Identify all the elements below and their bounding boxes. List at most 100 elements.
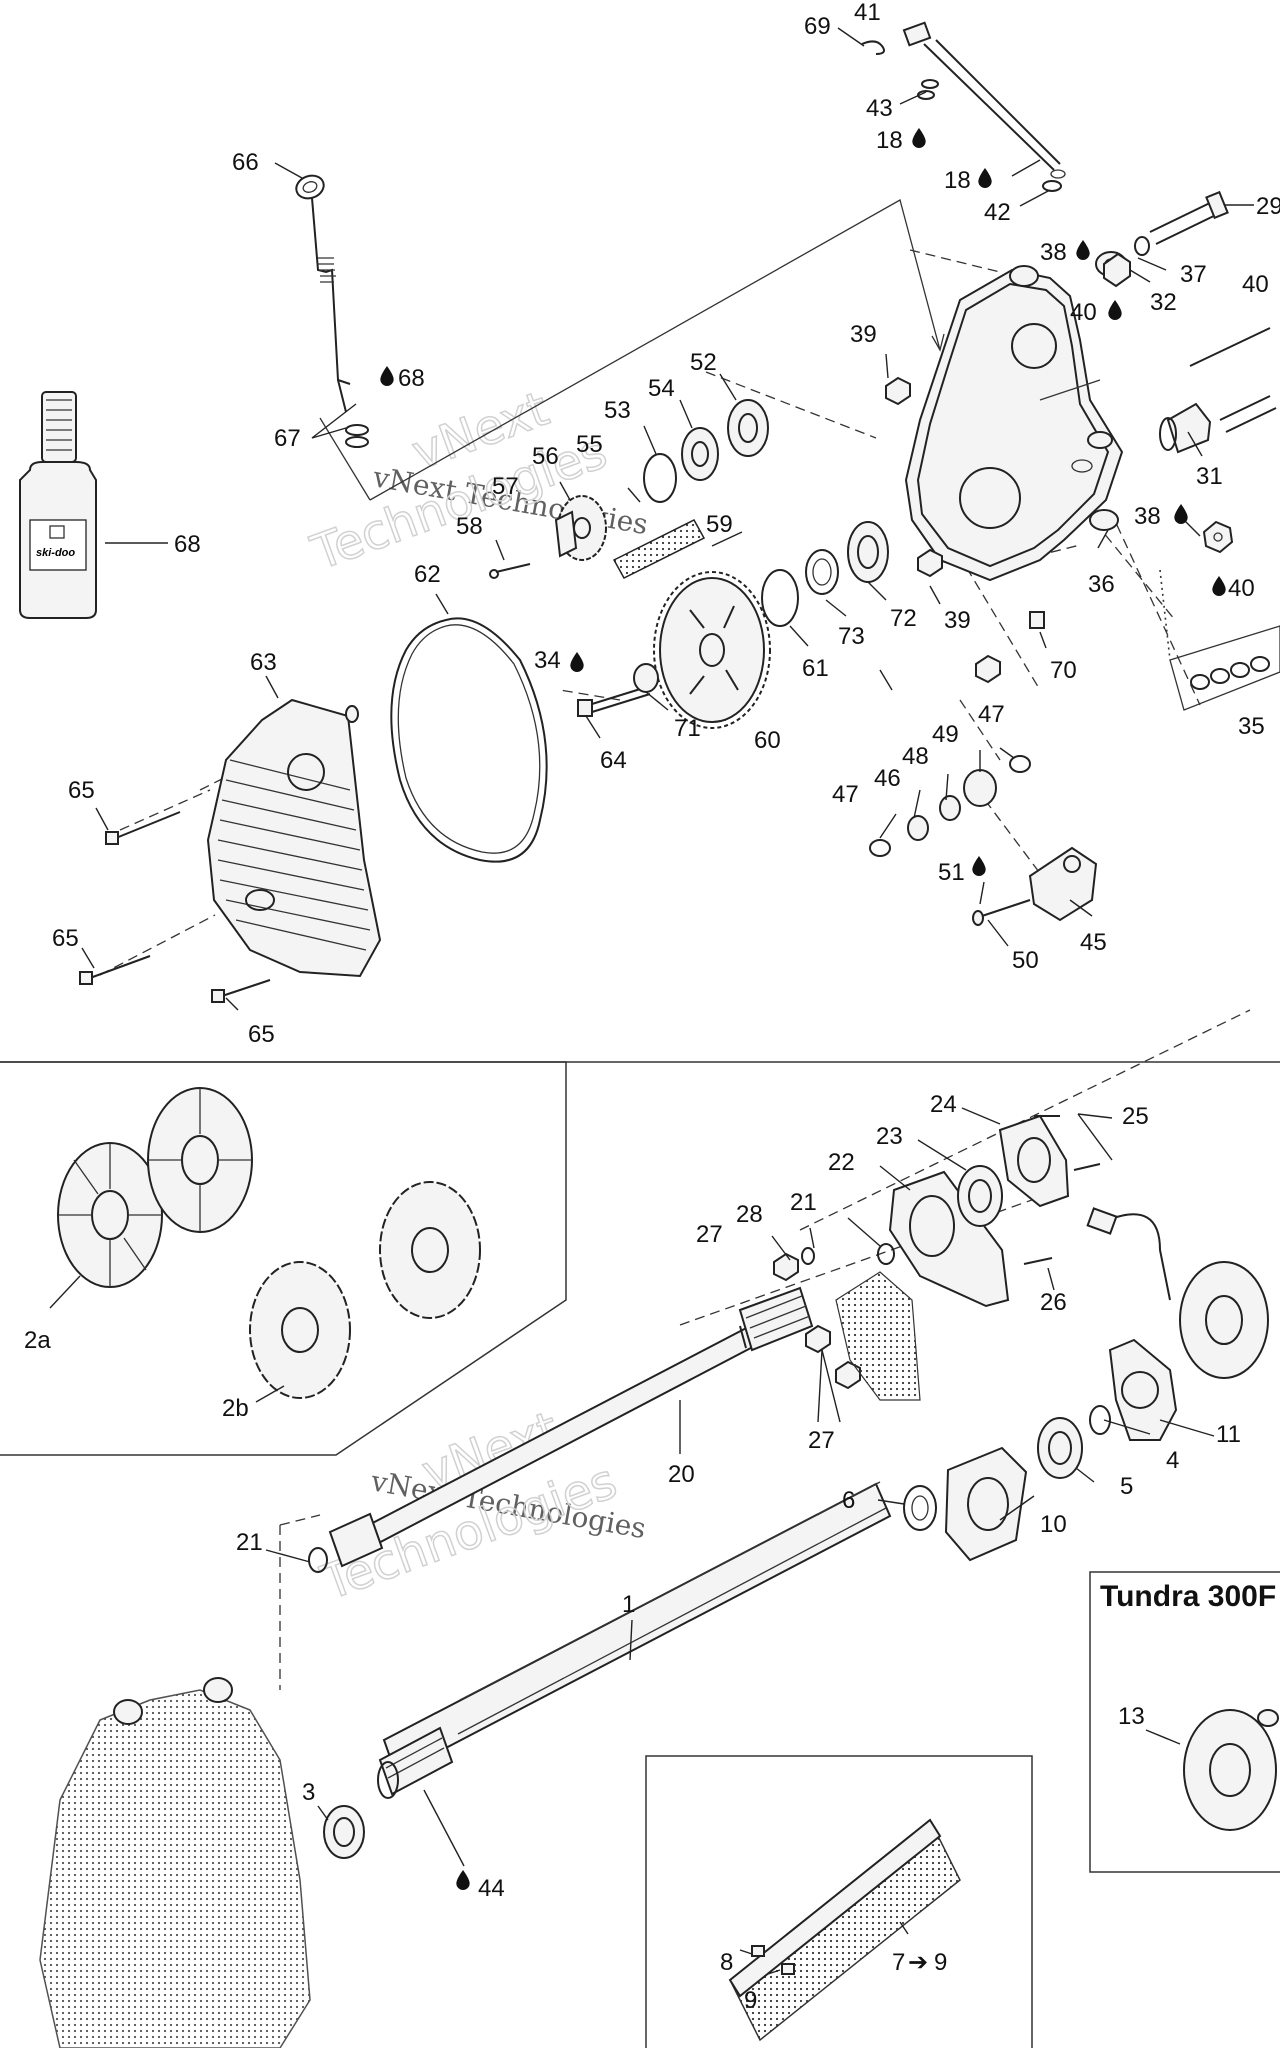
label-9: 9 <box>744 1987 757 2014</box>
label-2b: 2b <box>222 1395 249 1422</box>
bolts-65 <box>79 811 271 1003</box>
label-7-to-9: 7 ➔ 9 <box>892 1949 947 1976</box>
plate-22 <box>888 1170 1010 1308</box>
axle-1 <box>377 1481 892 1799</box>
label-38-b: 38 <box>1134 503 1161 530</box>
nut-27 <box>773 1252 861 1390</box>
label-39-b: 39 <box>944 607 971 634</box>
label-67: 67 <box>274 425 301 452</box>
bracket-45 <box>1028 846 1098 922</box>
label-70: 70 <box>1050 657 1077 684</box>
washer-71 <box>633 663 659 693</box>
label-63: 63 <box>250 649 277 676</box>
label-43: 43 <box>866 95 893 122</box>
label-23: 23 <box>876 1123 903 1150</box>
sprocket-2b <box>249 1181 481 1399</box>
label-62: 62 <box>414 561 441 588</box>
ring-4 <box>1089 1405 1111 1435</box>
bolt-41 <box>902 21 1066 192</box>
label-48: 48 <box>902 743 929 770</box>
label-27-b: 27 <box>808 1427 835 1454</box>
label-44: 44 <box>478 1875 505 1902</box>
bearing-52 <box>727 399 769 457</box>
track-inset <box>645 1755 1033 2048</box>
plate-11 <box>1108 1338 1178 1441</box>
bearing-54 <box>681 427 719 481</box>
spacer-73 <box>805 549 839 595</box>
label-24: 24 <box>930 1091 957 1118</box>
label-40-a: 40 <box>1070 299 1097 326</box>
washer-6 <box>903 1485 937 1531</box>
sleeve-70 <box>1029 611 1045 629</box>
dipstick-66 <box>295 174 369 448</box>
label-61: 61 <box>802 655 829 682</box>
label-66: 66 <box>232 149 259 176</box>
nut-39b <box>917 548 1001 684</box>
label-13: 13 <box>1118 1703 1145 1730</box>
bolts-25 <box>1023 1115 1101 1265</box>
label-20: 20 <box>668 1461 695 1488</box>
svg-text:Tundra 300F: Tundra 300F <box>1100 1580 1276 1613</box>
pin-58 <box>489 563 531 579</box>
label-8: 8 <box>720 1949 733 1976</box>
section-dividers <box>0 1061 1280 1456</box>
label-73: 73 <box>838 623 865 650</box>
label-46: 46 <box>874 765 901 792</box>
part-labels: 66 68 67 68 69 41 43 18 18 42 29 38 37 4… <box>24 0 1280 2014</box>
label-51: 51 <box>938 859 965 886</box>
label-52: 52 <box>690 349 717 376</box>
label-56-57: 56 <box>532 443 559 470</box>
label-34: 34 <box>534 647 561 674</box>
label-49: 49 <box>932 721 959 748</box>
retainer-24 <box>998 1114 1070 1208</box>
label-58: 58 <box>456 513 483 540</box>
shims-35 <box>1159 569 1280 711</box>
sprocket-2a <box>57 1087 253 1288</box>
bearing-plate-10 <box>944 1446 1028 1562</box>
ring-61 <box>761 569 799 627</box>
tundra-inset: Tundra 300F <box>1089 1571 1280 1873</box>
speed-sensor-housing <box>1086 1207 1269 1379</box>
bearing-72 <box>847 521 889 583</box>
label-28: 28 <box>736 1201 763 1228</box>
nut-38b <box>1202 520 1234 554</box>
label-27-a: 27 <box>696 1221 723 1248</box>
arrow-right-icon: ➔ <box>908 1949 928 1976</box>
label-65-a: 65 <box>68 777 95 804</box>
bolt-31 <box>1159 327 1277 454</box>
label-3: 3 <box>302 1779 315 1806</box>
bolt-50 <box>972 899 1031 926</box>
label-2a: 2a <box>24 1327 51 1354</box>
label-42: 42 <box>984 199 1011 226</box>
label-11: 11 <box>1216 1421 1241 1448</box>
label-59: 59 <box>706 511 733 538</box>
label-18-b: 18 <box>944 167 971 194</box>
part-57 <box>554 510 578 558</box>
label-35: 35 <box>1238 713 1265 740</box>
label-72: 72 <box>890 605 917 632</box>
svg-text:7: 7 <box>892 1949 905 1976</box>
label-6: 6 <box>842 1487 855 1514</box>
ring-21b <box>308 1547 328 1573</box>
label-4: 4 <box>1166 1447 1179 1474</box>
label-54: 54 <box>648 375 675 402</box>
label-37: 37 <box>1180 261 1207 288</box>
oil-bottle-68: ski-doo <box>19 391 168 619</box>
label-65-c: 65 <box>248 1021 275 1048</box>
ring-53 <box>643 453 677 503</box>
label-10: 10 <box>1040 1511 1067 1538</box>
label-26: 26 <box>1040 1289 1067 1316</box>
label-47-b: 47 <box>832 781 859 808</box>
nut-28 <box>801 1247 815 1265</box>
orings-43 <box>917 79 939 100</box>
label-18-a: 18 <box>876 127 903 154</box>
chaincase-outline <box>39 1677 311 2048</box>
svg-text:ski-doo: ski-doo <box>36 547 75 559</box>
gasket-62 <box>390 617 548 863</box>
label-65-b: 65 <box>52 925 79 952</box>
label-22: 22 <box>828 1149 855 1176</box>
svg-text:9: 9 <box>934 1949 947 1976</box>
label-40-c: 40 <box>1242 271 1269 298</box>
label-1: 1 <box>622 1591 635 1618</box>
